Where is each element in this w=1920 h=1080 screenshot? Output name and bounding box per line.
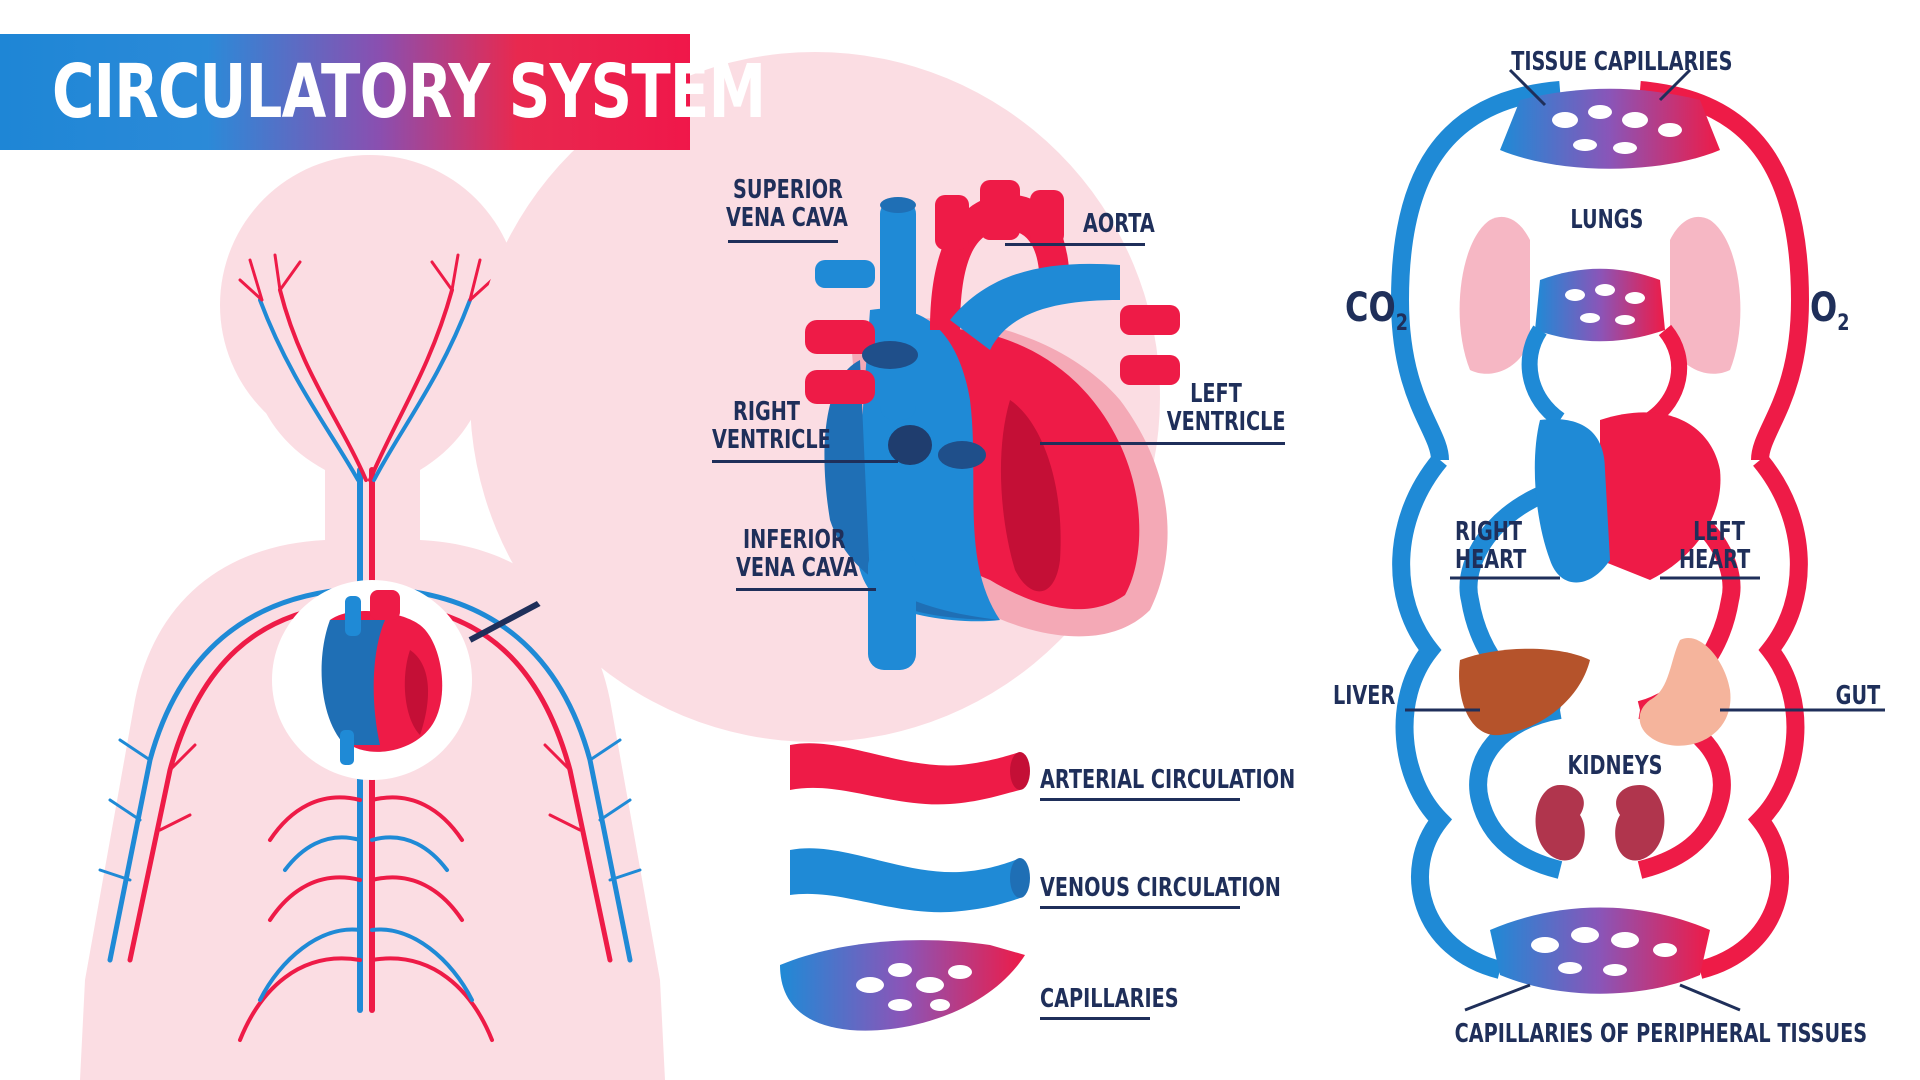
label-right-heart-1: RIGHT xyxy=(1455,517,1522,547)
label-left-heart-2: HEART xyxy=(1678,545,1750,575)
label-peripheral-capillaries: CAPILLARIES OF PERIPHERAL TISSUES xyxy=(1454,1019,1868,1049)
leader-superior-vena-cava xyxy=(728,240,838,243)
label-inferior-vena-cava-2: VENA CAVA xyxy=(736,553,858,583)
label-tissue-capillaries: TISSUE CAPILLARIES xyxy=(1511,47,1733,77)
peripheral-capillaries-bundle xyxy=(1490,907,1710,994)
page-title: CIRCULATORY SYSTEM xyxy=(52,49,766,135)
legend-venous-underline xyxy=(1040,906,1240,909)
legend-venous-label: VENOUS CIRCULATION xyxy=(1040,873,1281,903)
label-inferior-vena-cava-1: INFERIOR xyxy=(743,525,846,555)
label-co2: CO2 xyxy=(1345,285,1408,336)
label-left-heart-1: LEFT xyxy=(1693,517,1745,547)
large-heart xyxy=(470,52,1180,742)
legend-arterial-label: ARTERIAL CIRCULATION xyxy=(1040,765,1296,795)
label-right-heart-2: HEART xyxy=(1455,545,1527,575)
circuit-leader-lines xyxy=(1405,68,1885,1012)
title-banner: CIRCULATORY SYSTEM xyxy=(0,34,766,150)
label-left-ventricle-2: VENTRICLE xyxy=(1166,407,1285,437)
label-aorta: AORTA xyxy=(1083,209,1155,239)
label-superior-vena-cava-2: VENA CAVA xyxy=(726,203,848,233)
label-kidneys: KIDNEYS xyxy=(1567,751,1663,781)
legend-capillaries xyxy=(780,940,1025,1031)
label-superior-vena-cava-1: SUPERIOR xyxy=(733,175,843,205)
label-lungs: LUNGS xyxy=(1570,205,1644,235)
circuit-heart xyxy=(1534,412,1721,583)
label-right-ventricle-2: VENTRICLE xyxy=(712,425,831,455)
legend-arterial-underline xyxy=(1040,798,1240,801)
body-heart-inset xyxy=(272,580,472,780)
kidneys xyxy=(1535,785,1665,861)
circulation-loops xyxy=(1390,81,1810,979)
tissue-capillaries-bundle xyxy=(1500,88,1720,169)
label-o2: O2 xyxy=(1810,285,1850,336)
leader-aorta xyxy=(1005,243,1145,246)
label-right-ventricle-1: RIGHT xyxy=(733,397,800,427)
legend-venous-tube xyxy=(790,848,1030,913)
leader-inferior-vena-cava xyxy=(736,588,876,591)
leader-left-ventricle xyxy=(1040,442,1285,445)
label-liver: LIVER xyxy=(1333,681,1396,711)
label-gut: GUT xyxy=(1835,681,1880,711)
legend-capillaries-label: CAPILLARIES xyxy=(1040,984,1179,1014)
leader-right-ventricle xyxy=(712,460,898,463)
label-left-ventricle-1: LEFT xyxy=(1190,379,1242,409)
liver-gut xyxy=(1459,638,1731,746)
legend-arterial-tube xyxy=(790,743,1030,805)
lungs xyxy=(1459,216,1741,427)
legend-capillaries-underline xyxy=(1040,1017,1150,1020)
